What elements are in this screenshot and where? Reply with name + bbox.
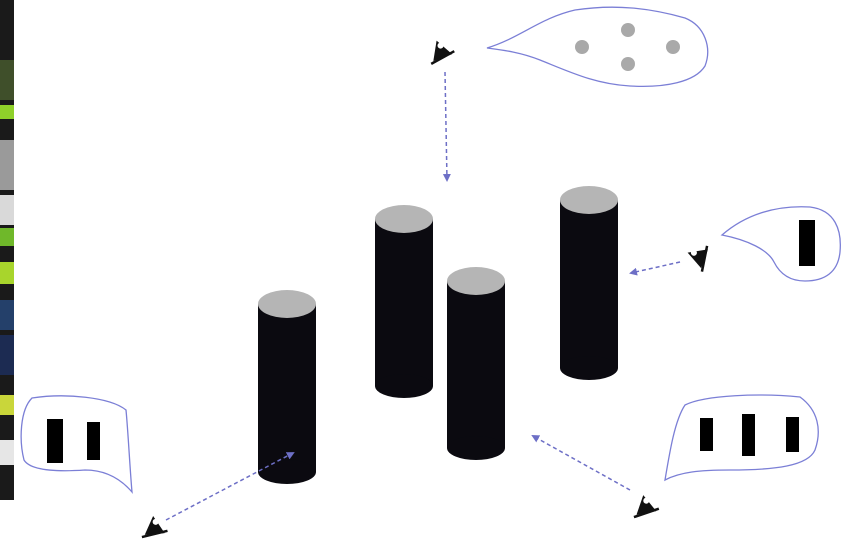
view-arrow bbox=[165, 452, 295, 521]
view-dot bbox=[666, 40, 680, 54]
pillar bbox=[375, 205, 433, 398]
view-arrow bbox=[629, 261, 681, 276]
left-edge-image-strip bbox=[0, 0, 14, 500]
view-dot bbox=[575, 40, 589, 54]
observer-icon bbox=[687, 245, 709, 272]
view-bubble-top bbox=[486, 6, 709, 88]
view-arrow bbox=[442, 71, 451, 182]
view-bubble-right bbox=[720, 206, 841, 282]
view-dot bbox=[621, 23, 635, 37]
view-dot bbox=[621, 57, 635, 71]
view-arrow bbox=[531, 435, 631, 491]
pillar bbox=[258, 290, 316, 484]
pillar bbox=[560, 186, 618, 380]
view-bar bbox=[87, 422, 100, 460]
view-bar bbox=[742, 414, 755, 456]
view-bar bbox=[700, 418, 713, 451]
view-bar bbox=[786, 417, 799, 452]
view-bar bbox=[799, 220, 815, 266]
observer-icon bbox=[430, 40, 455, 65]
view-bubble-bottom-left bbox=[20, 395, 133, 494]
view-bar bbox=[47, 419, 63, 463]
view-bubble-bottom-right bbox=[664, 394, 819, 482]
observer-icon bbox=[141, 516, 168, 539]
observer-icon bbox=[633, 495, 660, 519]
pillar bbox=[447, 267, 505, 460]
